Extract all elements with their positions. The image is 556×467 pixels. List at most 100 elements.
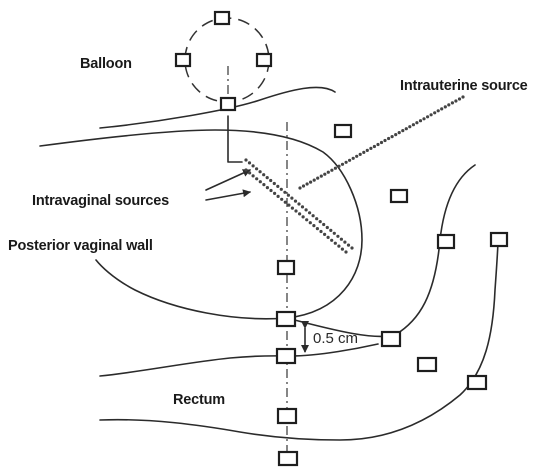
source-dot bbox=[461, 95, 465, 99]
source-dot bbox=[340, 162, 345, 166]
source-dot bbox=[337, 244, 341, 248]
source-dot bbox=[244, 168, 248, 172]
source-dot bbox=[255, 167, 259, 171]
source-dot bbox=[308, 221, 312, 225]
source-dot bbox=[415, 121, 419, 125]
dose-point-square bbox=[389, 188, 409, 204]
source-dot bbox=[323, 172, 327, 176]
source-dot bbox=[298, 186, 302, 190]
source-dot bbox=[258, 180, 262, 184]
source-dot bbox=[293, 199, 298, 203]
source-dot bbox=[426, 115, 430, 119]
source-dot bbox=[355, 154, 359, 158]
source-dot bbox=[332, 231, 336, 235]
source-dot bbox=[365, 148, 369, 152]
source-dot bbox=[283, 200, 287, 204]
source-dot bbox=[294, 209, 298, 213]
source-dot bbox=[457, 97, 462, 101]
source-dot bbox=[344, 160, 348, 164]
dose-point-square bbox=[275, 310, 297, 328]
source-dot bbox=[343, 240, 347, 244]
source-dot bbox=[279, 187, 283, 191]
intrauterine-source-label: Intrauterine source bbox=[400, 78, 528, 94]
dose-point-markers bbox=[174, 10, 509, 467]
source-dot bbox=[248, 171, 252, 175]
balloon-label: Balloon bbox=[80, 56, 132, 72]
source-dot bbox=[429, 113, 433, 117]
source-dot bbox=[258, 170, 262, 174]
source-dot bbox=[316, 176, 320, 180]
source-dot bbox=[290, 196, 294, 200]
dose-point-square bbox=[174, 52, 192, 68]
intravaginal-arrow-lower bbox=[205, 189, 251, 201]
source-dot bbox=[325, 225, 329, 230]
dose-point-square bbox=[380, 330, 402, 348]
source-dot bbox=[319, 174, 323, 178]
source-dot bbox=[348, 158, 352, 162]
source-dot bbox=[305, 182, 309, 186]
source-dot bbox=[265, 186, 269, 190]
source-dot bbox=[312, 178, 316, 182]
posterior-vaginal-wall-curve bbox=[286, 164, 476, 338]
dose-point-square bbox=[436, 233, 456, 250]
source-dot bbox=[440, 107, 444, 111]
source-dot bbox=[276, 194, 280, 198]
source-dot bbox=[447, 103, 451, 107]
source-dot bbox=[297, 202, 301, 206]
source-dot bbox=[308, 211, 312, 215]
source-dot bbox=[315, 227, 319, 231]
intravaginal-sources-label: Intravaginal sources bbox=[32, 193, 170, 209]
source-dot bbox=[351, 156, 355, 160]
source-dot bbox=[358, 152, 362, 156]
dose-point-square bbox=[213, 10, 231, 26]
rectum-label: Rectum bbox=[173, 392, 225, 408]
upper-contour-curve bbox=[99, 86, 336, 129]
source-dot bbox=[408, 125, 412, 129]
applicator-outline bbox=[227, 115, 243, 163]
distance-measurement-label: 0.5 cm bbox=[313, 330, 359, 347]
rectum-lower-wall-curve bbox=[99, 239, 499, 441]
source-dot bbox=[287, 203, 291, 207]
source-dot bbox=[339, 237, 343, 241]
source-dot bbox=[436, 109, 440, 113]
source-dot bbox=[330, 238, 334, 242]
source-dot bbox=[404, 127, 408, 131]
source-dot bbox=[379, 140, 384, 145]
source-dot bbox=[255, 177, 259, 181]
source-dot bbox=[319, 229, 323, 234]
posterior-vaginal-wall-label: Posterior vaginal wall bbox=[8, 238, 153, 254]
source-dot bbox=[309, 180, 313, 184]
source-dot bbox=[305, 218, 309, 222]
source-dot bbox=[443, 105, 447, 109]
source-dot bbox=[376, 142, 380, 147]
source-dot bbox=[269, 188, 273, 193]
source-dot bbox=[283, 190, 287, 194]
source-dot bbox=[312, 224, 316, 228]
source-dot bbox=[272, 181, 276, 186]
source-dot bbox=[286, 193, 290, 197]
source-dot bbox=[326, 170, 330, 174]
source-dot bbox=[251, 164, 255, 168]
source-dot bbox=[369, 146, 373, 150]
source-dot bbox=[311, 214, 315, 218]
source-dot bbox=[273, 191, 277, 195]
dose-point-square bbox=[275, 347, 297, 365]
source-dot bbox=[433, 111, 437, 115]
source-dot bbox=[344, 250, 348, 254]
source-dot bbox=[411, 123, 415, 127]
dose-point-square bbox=[276, 259, 296, 276]
source-dot bbox=[304, 208, 308, 212]
source-dot bbox=[372, 144, 376, 149]
source-dot bbox=[298, 212, 302, 216]
source-dot bbox=[394, 133, 398, 137]
source-dot bbox=[418, 119, 423, 123]
dose-point-square bbox=[466, 374, 488, 391]
dose-point-square bbox=[277, 450, 299, 467]
dose-point-square bbox=[489, 231, 509, 248]
source-dot bbox=[262, 183, 266, 187]
source-dot bbox=[251, 174, 255, 178]
source-dot bbox=[336, 234, 340, 238]
source-dot bbox=[346, 243, 351, 247]
source-dot bbox=[362, 150, 366, 154]
